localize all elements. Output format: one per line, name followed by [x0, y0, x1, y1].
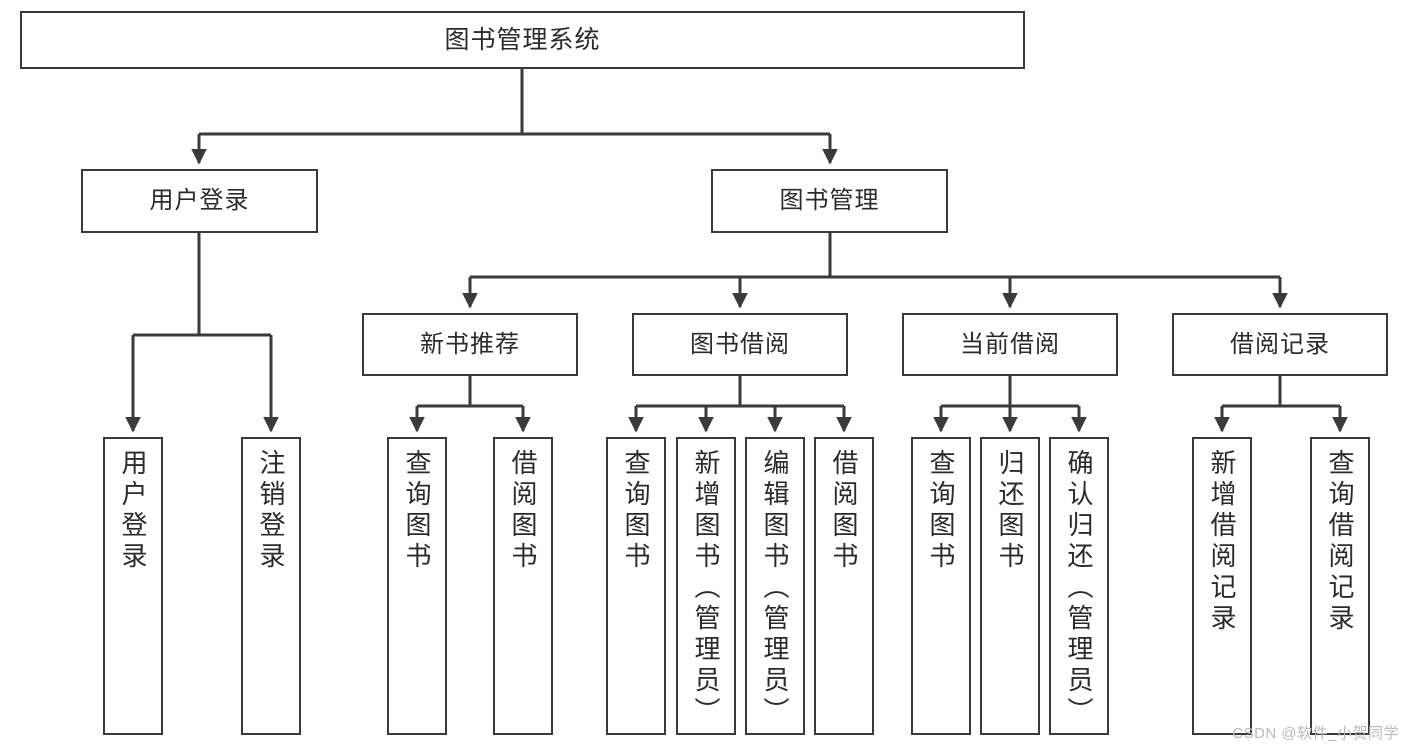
leaf-confirm-return-admin[interactable]: 确认归还（管理员） [1049, 437, 1109, 735]
node-label: 查询借阅记录 [1325, 449, 1355, 635]
node-root-system[interactable]: 图书管理系统 [20, 11, 1025, 69]
node-book-borrow[interactable]: 图书借阅 [632, 313, 848, 376]
node-label: 查询图书 [621, 449, 651, 573]
node-label: 图书借阅 [690, 330, 790, 358]
node-label: 用户登录 [118, 449, 148, 573]
leaf-query-borrow-record[interactable]: 查询借阅记录 [1310, 437, 1370, 735]
node-user-login[interactable]: 用户登录 [81, 169, 318, 233]
node-label: 借阅记录 [1230, 330, 1330, 358]
leaf-borrow-book[interactable]: 借阅图书 [814, 437, 874, 735]
node-label: 图书管理系统 [444, 25, 601, 54]
node-label: 注销登录 [256, 449, 286, 573]
node-label: 借阅图书 [829, 449, 859, 573]
node-label: 新增借阅记录 [1207, 449, 1237, 635]
leaf-query-book-recommend[interactable]: 查询图书 [387, 437, 447, 735]
node-label: 新增图书（管理员） [691, 449, 721, 728]
leaf-user-logout[interactable]: 注销登录 [241, 437, 301, 735]
leaf-user-login[interactable]: 用户登录 [103, 437, 163, 735]
leaf-add-borrow-record[interactable]: 新增借阅记录 [1192, 437, 1252, 735]
node-label: 用户登录 [149, 187, 250, 215]
node-label: 查询图书 [402, 449, 432, 573]
node-label: 当前借阅 [960, 330, 1060, 358]
leaf-query-book-current[interactable]: 查询图书 [911, 437, 971, 735]
node-label: 新书推荐 [420, 330, 520, 358]
leaf-return-book[interactable]: 归还图书 [980, 437, 1040, 735]
leaf-query-book-borrow[interactable]: 查询图书 [606, 437, 666, 735]
node-label: 编辑图书（管理员） [760, 449, 790, 728]
node-label: 确认归还（管理员） [1064, 449, 1094, 728]
node-borrow-record[interactable]: 借阅记录 [1172, 313, 1388, 376]
watermark-text: CSDN @软件_小贺同学 [1232, 725, 1399, 742]
node-label: 图书管理 [779, 187, 880, 215]
node-label: 借阅图书 [508, 449, 538, 573]
node-book-management[interactable]: 图书管理 [711, 169, 948, 233]
node-new-book-recommend[interactable]: 新书推荐 [362, 313, 578, 376]
leaf-edit-book-admin[interactable]: 编辑图书（管理员） [745, 437, 805, 735]
node-current-borrow[interactable]: 当前借阅 [902, 313, 1118, 376]
node-label: 查询图书 [926, 449, 956, 573]
leaf-add-book-admin[interactable]: 新增图书（管理员） [676, 437, 736, 735]
node-label: 归还图书 [995, 449, 1025, 573]
leaf-borrow-book-recommend[interactable]: 借阅图书 [493, 437, 553, 735]
